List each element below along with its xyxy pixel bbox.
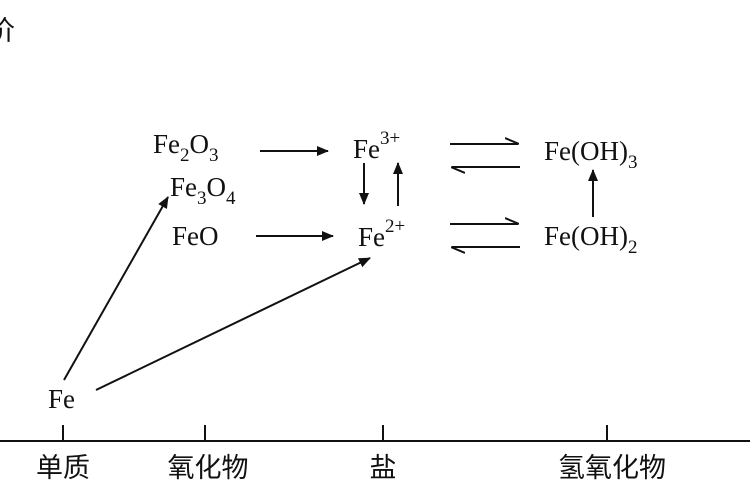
category-elemental: 单质 xyxy=(36,453,90,484)
category-oxide: 氧化物 xyxy=(168,453,249,484)
arrow-fe-to-fe3o4 xyxy=(63,196,169,381)
arrow-fe-to-fe2plus xyxy=(95,257,371,391)
species-fe2o3: Fe2O3 xyxy=(153,129,219,166)
species-feoh2: Fe(OH)2 xyxy=(544,221,637,258)
category-hydroxide: 氢氧化物 xyxy=(558,453,666,484)
species-fe3o4: Fe3O4 xyxy=(170,172,236,209)
species-feoh3: Fe(OH)3 xyxy=(544,136,637,173)
species-feo: FeO xyxy=(172,221,219,251)
y-axis-partial-label: 价 xyxy=(0,16,15,47)
species-fe3plus: Fe3+ xyxy=(353,128,400,164)
category-salt: 盐 xyxy=(370,453,397,484)
species-fe: Fe xyxy=(48,384,75,414)
species-fe2plus: Fe2+ xyxy=(358,216,405,252)
